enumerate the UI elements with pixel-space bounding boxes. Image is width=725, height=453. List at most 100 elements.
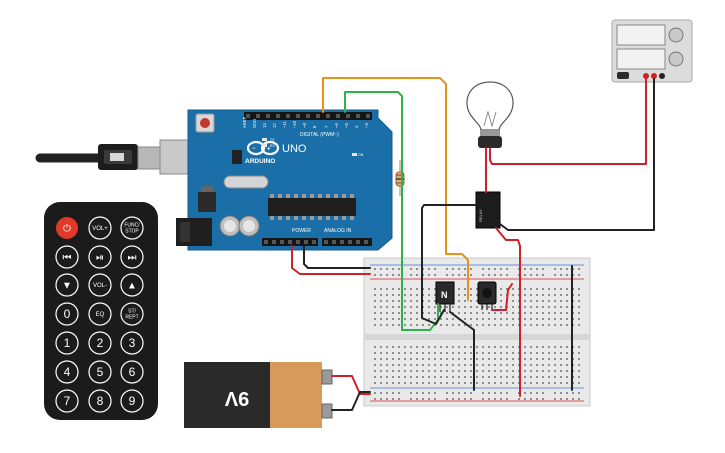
remote-button-two[interactable]: 2: [88, 331, 112, 355]
breadboard-hole: [374, 312, 376, 314]
voltage-knob[interactable]: [668, 27, 684, 43]
breadboard-hole: [482, 306, 484, 308]
remote-button-nine[interactable]: 9: [120, 389, 144, 413]
breadboard-hole: [578, 358, 580, 360]
breadboard-hole: [578, 294, 580, 296]
breadboard-hole: [530, 392, 532, 394]
breadboard-hole: [386, 364, 388, 366]
analog-header: [322, 238, 372, 246]
breadboard-hole: [416, 358, 418, 360]
breadboard-hole: [386, 376, 388, 378]
breadboard-hole: [380, 318, 382, 320]
breadboard-hole: [446, 364, 448, 366]
transistor: N: [435, 281, 455, 312]
breadboard-hole: [482, 364, 484, 366]
remote-button-one[interactable]: 1: [55, 331, 79, 355]
breadboard-hole: [386, 294, 388, 296]
breadboard-hole: [374, 376, 376, 378]
breadboard-hole: [536, 398, 538, 400]
supply-switch[interactable]: [617, 72, 629, 79]
remote-button-zero[interactable]: 0: [55, 302, 79, 326]
breadboard-hole: [452, 318, 454, 320]
remote-button-five[interactable]: 5: [88, 360, 112, 384]
breadboard-hole: [578, 306, 580, 308]
arduino-board[interactable]: AREF GND 13 12 ~11 ~10 ~9 8 7 ~6 ~5 4 ~3…: [176, 109, 393, 251]
remote-button-seven[interactable]: 7: [55, 389, 79, 413]
remote-button-label: ⏭: [128, 253, 137, 264]
breadboard-hole: [380, 300, 382, 302]
breadboard-hole: [398, 358, 400, 360]
breadboard-hole: [392, 294, 394, 296]
breadboard-hole: [494, 382, 496, 384]
breadboard-hole: [548, 376, 550, 378]
remote-button-power[interactable]: ⏻: [56, 217, 78, 239]
breadboard-hole: [536, 382, 538, 384]
breadboard-hole: [548, 312, 550, 314]
breadboard-hole: [434, 274, 436, 276]
breadboard-hole: [374, 306, 376, 308]
breadboard-hole: [482, 398, 484, 400]
remote-button-label: 6: [129, 365, 136, 379]
breadboard-hole: [446, 318, 448, 320]
breadboard-hole: [380, 352, 382, 354]
breadboard-hole: [416, 370, 418, 372]
remote-button-six[interactable]: 6: [120, 360, 144, 384]
breadboard-hole: [392, 318, 394, 320]
remote-button-play[interactable]: ⏯: [88, 245, 112, 269]
breadboard-hole: [386, 312, 388, 314]
breadboard-hole: [482, 324, 484, 326]
breadboard-hole: [554, 306, 556, 308]
breadboard-hole: [446, 370, 448, 372]
remote-button-volplus[interactable]: VOL+: [88, 216, 112, 240]
breadboard-hole: [434, 382, 436, 384]
breadboard-hole: [446, 352, 448, 354]
remote-button-label: 9: [129, 394, 136, 408]
breadboard-hole: [458, 300, 460, 302]
breadboard-hole: [374, 274, 376, 276]
breadboard-hole: [482, 274, 484, 276]
breadboard-hole: [398, 268, 400, 270]
remote-button-eq[interactable]: EQ: [88, 302, 112, 326]
breadboard-hole: [464, 312, 466, 314]
remote-button-rewind[interactable]: ⏮: [55, 245, 79, 269]
breadboard-hole: [506, 376, 508, 378]
breadboard-hole: [530, 364, 532, 366]
breadboard-hole: [560, 392, 562, 394]
remote-button-label: ⏯: [96, 253, 104, 264]
breadboard-hole: [494, 324, 496, 326]
breadboard-hole: [458, 376, 460, 378]
remote-button-three[interactable]: 3: [120, 331, 144, 355]
remote-button-strept[interactable]: ST/REPT: [120, 302, 144, 326]
remote-button-four[interactable]: 4: [55, 360, 79, 384]
remote-button-funcstop[interactable]: FUNC/STOP: [120, 216, 144, 240]
breadboard-hole: [392, 312, 394, 314]
breadboard-hole: [386, 288, 388, 290]
current-knob[interactable]: [668, 51, 684, 67]
breadboard-hole: [410, 300, 412, 302]
breadboard-hole: [404, 318, 406, 320]
breadboard-hole: [512, 352, 514, 354]
breadboard-hole: [536, 312, 538, 314]
breadboard-hole: [434, 288, 436, 290]
breadboard-hole: [440, 370, 442, 372]
breadboard-hole: [530, 324, 532, 326]
power-supply[interactable]: [611, 19, 693, 83]
breadboard-hole: [386, 382, 388, 384]
svg-text:7: 7: [324, 125, 329, 128]
remote-button-forward[interactable]: ⏭: [120, 245, 144, 269]
remote-button-down[interactable]: ▼: [55, 273, 79, 297]
breadboard-hole: [452, 358, 454, 360]
remote-button-volminus[interactable]: VOL-: [88, 273, 112, 297]
remote-button-up[interactable]: ▲: [120, 273, 144, 297]
wire-black-gnd: [303, 245, 371, 269]
breadboard-hole: [398, 352, 400, 354]
breadboard-hole: [464, 398, 466, 400]
remote-button-eight[interactable]: 8: [88, 389, 112, 413]
breadboard-hole: [560, 346, 562, 348]
breadboard-hole: [500, 376, 502, 378]
breadboard-hole: [398, 312, 400, 314]
breadboard-hole: [386, 398, 388, 400]
remote-button-label: 8: [97, 394, 104, 408]
remote-button-label: ⏻: [63, 224, 71, 235]
